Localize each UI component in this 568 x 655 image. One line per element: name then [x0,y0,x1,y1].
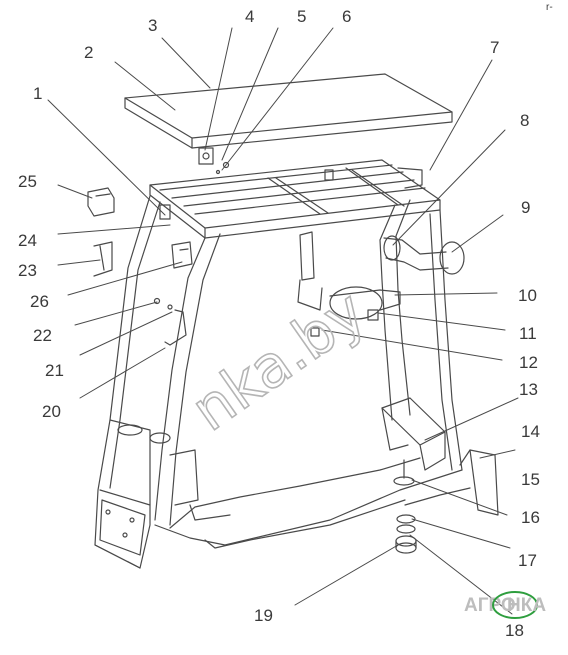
seat-bracket [381,397,446,486]
watermark-text: nka.by [179,277,377,444]
callout-18: 18 [505,621,524,640]
cab-frame [94,195,499,569]
logo-text-right: НКА [507,595,546,616]
callout-8: 8 [520,111,529,130]
callout-6: 6 [342,7,351,26]
callout-25: 25 [18,172,37,191]
callout-13: 13 [519,380,538,399]
logo-text-left: АГРО [464,595,516,616]
callout-11: 11 [519,324,537,343]
leader-lines [47,27,519,615]
callout-3: 3 [148,16,157,35]
agronka-logo: АГРО НКА [464,591,546,619]
callout-5: 5 [297,7,306,26]
callout-10: 10 [518,286,537,305]
callout-9: 9 [521,198,530,217]
callout-26: 26 [30,292,49,311]
clamp-part [198,147,230,175]
callout-7: 7 [490,38,499,57]
callout-1: 1 [33,84,42,103]
left-small-parts [87,187,193,346]
callout-14: 14 [521,422,540,441]
callout-23: 23 [18,261,37,280]
callout-labels: 1 2 3 4 5 6 7 8 9 10 11 12 13 14 15 16 1… [18,2,553,640]
callout-24: 24 [18,231,37,250]
callout-15: 15 [521,470,540,489]
logo-ring [492,591,538,619]
roof-rack [149,159,441,239]
roof-panel [124,73,453,149]
callout-12: 12 [519,353,538,372]
callout-21: 21 [45,361,64,380]
callout-19: 19 [254,606,273,625]
callout-20: 20 [42,402,61,421]
callout-16: 16 [521,508,540,527]
callout-22: 22 [33,326,52,345]
rubber-feet [395,514,417,554]
callout-2: 2 [84,43,93,62]
corner-mark: r- [546,2,553,13]
pipe-assembly [297,231,465,337]
callout-17: 17 [518,551,537,570]
callout-4: 4 [245,7,254,26]
